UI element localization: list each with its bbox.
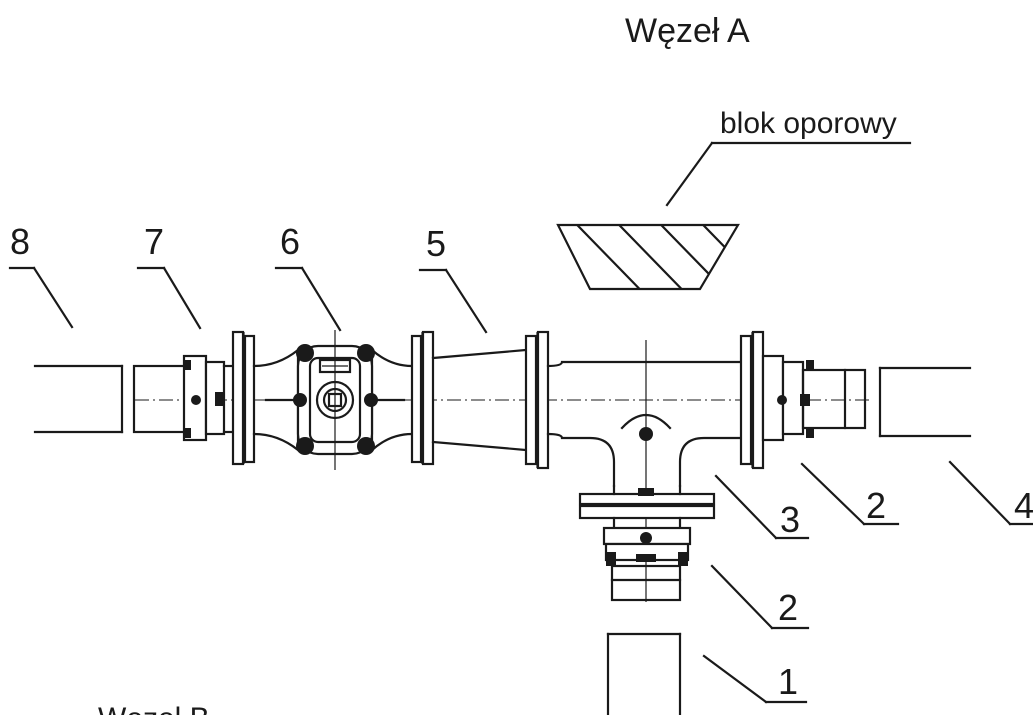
gate-valve-6: [252, 330, 414, 470]
callout-6: 6: [280, 221, 300, 262]
pipe-bottom-1: [606, 632, 682, 715]
callout-6-leader: [300, 266, 342, 332]
callout-4-leader: [948, 460, 1012, 526]
callout-2-right: 2: [866, 485, 886, 526]
diagram-title: Węzeł A: [625, 12, 750, 50]
thrust-block: [556, 223, 740, 291]
callout-3-leader: [714, 474, 778, 540]
thrust-block-leader: [665, 141, 714, 207]
callout-2-right-leader: [800, 462, 866, 526]
callout-5-leader: [444, 268, 488, 334]
callout-2-bottom-leader: [710, 564, 774, 630]
callout-2-bottom: 2: [778, 587, 798, 628]
cut-off-caption: Węzeł B: [98, 702, 210, 715]
callout-3: 3: [780, 499, 800, 540]
callout-7-leader: [162, 266, 202, 330]
callout-1: 1: [778, 661, 798, 702]
flange-adaptor-7: [132, 354, 238, 442]
callout-1-leader: [702, 654, 768, 704]
callout-8: 8: [10, 221, 30, 262]
flange-adaptor-2-bottom: [602, 516, 692, 602]
flange-right-of-valve: [410, 330, 435, 466]
flange-left-of-valve: [231, 330, 256, 466]
callout-8-leader: [32, 266, 74, 329]
flanged-tee-3: [546, 330, 765, 602]
thrust-block-label: blok oporowy: [720, 107, 897, 140]
flanged-pipe-5: [431, 330, 550, 470]
pipe-right-4: [878, 366, 972, 438]
tee-branch-flange: [578, 484, 716, 520]
flange-adaptor-2-right: [761, 354, 867, 442]
pipe-left-8: [33, 364, 124, 434]
callout-4: 4: [1014, 485, 1033, 526]
callout-7: 7: [144, 221, 164, 262]
callout-5: 5: [426, 223, 446, 264]
